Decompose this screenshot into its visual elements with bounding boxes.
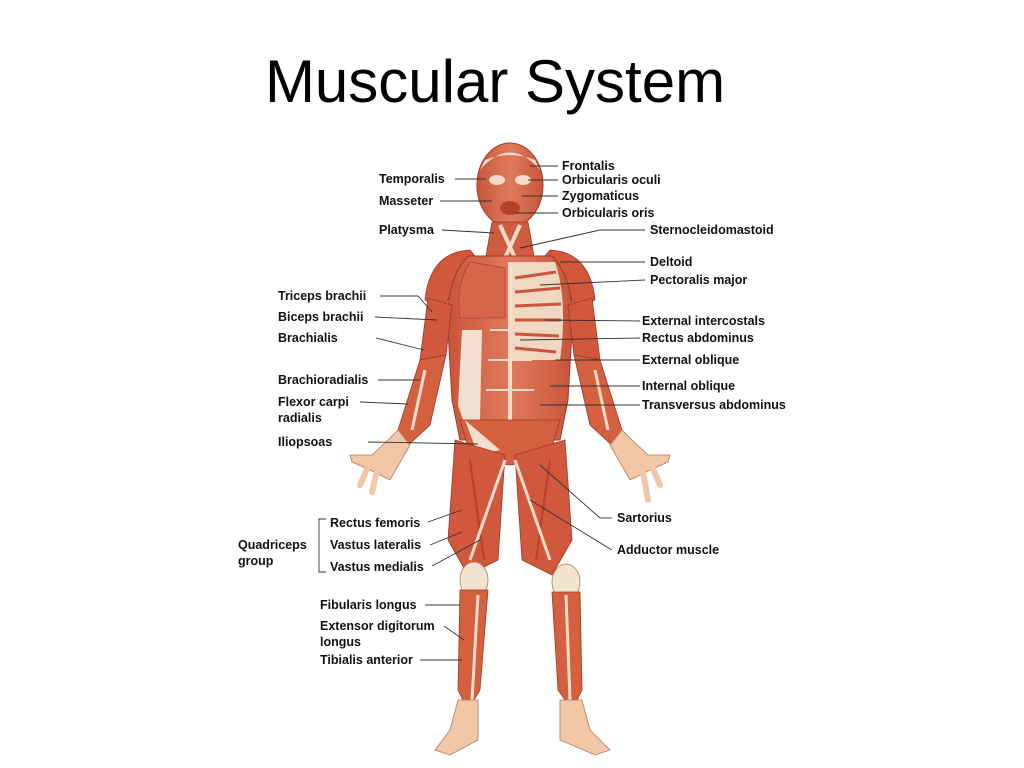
slide-title: Muscular System: [264, 48, 726, 115]
label-triceps-brachii: Triceps brachii: [278, 289, 366, 303]
left-hand: [349, 429, 411, 481]
label-extensor-digitorum: Extensor digitorum: [320, 619, 435, 633]
label-flexor-carpi: Flexor carpi: [278, 395, 349, 409]
label-fibularis-longus: Fibularis longus: [320, 598, 417, 612]
label-external-oblique: External oblique: [642, 353, 739, 367]
label-adductor-muscle: Adductor muscle: [617, 543, 719, 557]
leader-lines: [318, 165, 646, 661]
label-sartorius: Sartorius: [617, 511, 672, 525]
label-deltoid: Deltoid: [650, 255, 692, 269]
label-brachialis: Brachialis: [278, 331, 338, 345]
label-frontalis: Frontalis: [562, 159, 615, 173]
label-vastus-lateralis: Vastus lateralis: [330, 538, 421, 552]
label-iliopsoas: Iliopsoas: [278, 435, 332, 449]
label-temporalis: Temporalis: [379, 172, 445, 186]
label-external-intercostals: External intercostals: [642, 314, 765, 328]
frontalis-muscle: [480, 152, 540, 170]
label-transversus-abdominus: Transversus abdominus: [642, 398, 786, 412]
label-zygomaticus: Zygomaticus: [562, 189, 639, 203]
label-tibialis-anterior: Tibialis anterior: [320, 653, 413, 667]
label-internal-oblique: Internal oblique: [642, 379, 735, 393]
label-platysma: Platysma: [379, 223, 435, 237]
label-rectus-femoris: Rectus femoris: [330, 516, 420, 530]
right-forearm: [573, 354, 623, 449]
label-radialis: radialis: [278, 411, 322, 425]
right-foot: [559, 699, 611, 756]
label-sternocleidomastoid: Sternocleidomastoid: [650, 223, 774, 237]
label-orbicularis-oris: Orbicularis oris: [562, 206, 654, 220]
label-vastus-medialis: Vastus medialis: [330, 560, 424, 574]
right-upper-arm: [567, 297, 601, 361]
left-forearm: [397, 354, 447, 449]
left-labels: Temporalis Masseter Platysma Triceps bra…: [238, 172, 445, 667]
label-masseter: Masseter: [379, 194, 433, 208]
body-figure: [349, 142, 671, 756]
right-hand: [609, 429, 671, 481]
left-foot: [434, 699, 479, 756]
label-pectoralis-major: Pectoralis major: [650, 273, 747, 287]
pectoralis-left: [458, 261, 506, 319]
label-brachioradialis: Brachioradialis: [278, 373, 368, 387]
label-group: group: [238, 554, 274, 568]
label-rectus-abdominus: Rectus abdominus: [642, 331, 754, 345]
label-longus: longus: [320, 635, 361, 649]
right-labels: Frontalis Orbicularis oculi Zygomaticus …: [562, 159, 786, 557]
label-quadriceps: Quadriceps: [238, 538, 307, 552]
left-upper-arm: [419, 297, 453, 361]
label-orbicularis-oculi: Orbicularis oculi: [562, 173, 661, 187]
label-biceps-brachii: Biceps brachii: [278, 310, 363, 324]
